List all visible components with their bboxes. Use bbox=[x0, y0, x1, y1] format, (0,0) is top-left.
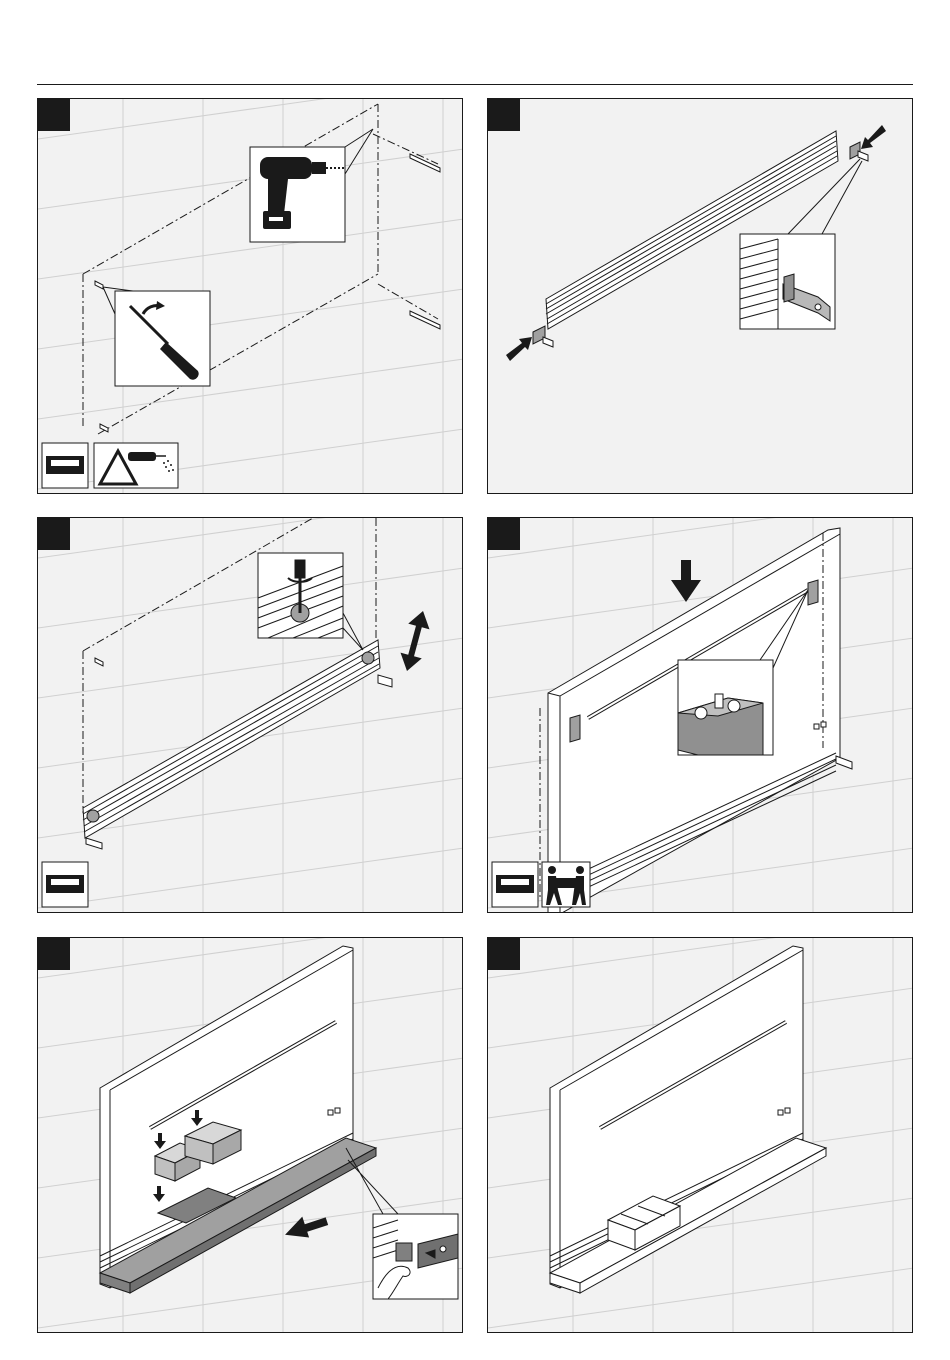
drill-callout bbox=[250, 129, 373, 242]
level-icon bbox=[492, 862, 538, 907]
step-5-illustration bbox=[38, 938, 463, 1333]
step-4-panel bbox=[487, 517, 913, 913]
level-icon bbox=[42, 862, 88, 907]
push-arrow-icon bbox=[281, 1210, 330, 1245]
screw-detail-callout bbox=[258, 553, 363, 650]
vertical-adjust-arrow-icon bbox=[396, 608, 433, 674]
slatted-rail bbox=[83, 640, 380, 838]
step-5-panel bbox=[37, 937, 463, 1333]
step-4-illustration bbox=[488, 518, 913, 913]
step-2-illustration bbox=[488, 99, 913, 494]
step-6-number-box bbox=[488, 938, 520, 970]
step-1-number-box bbox=[38, 99, 70, 131]
step-1-panel bbox=[37, 98, 463, 494]
level-icon bbox=[42, 443, 88, 488]
two-person-lift-icon bbox=[542, 862, 590, 907]
down-arrow-icon bbox=[671, 560, 701, 602]
step-3-panel bbox=[37, 517, 463, 913]
step-2-number-box bbox=[488, 99, 520, 131]
step-3-illustration bbox=[38, 518, 463, 913]
step-3-number-box bbox=[38, 518, 70, 550]
screwdriver-callout bbox=[103, 287, 210, 386]
step-6-illustration bbox=[488, 938, 913, 1333]
step-5-number-box bbox=[38, 938, 70, 970]
step-1-illustration bbox=[38, 99, 463, 494]
step-6-panel bbox=[487, 937, 913, 1333]
step-2-panel bbox=[487, 98, 913, 494]
step-4-number-box bbox=[488, 518, 520, 550]
header-rule bbox=[37, 84, 913, 85]
warning-drill-icon bbox=[94, 443, 178, 488]
